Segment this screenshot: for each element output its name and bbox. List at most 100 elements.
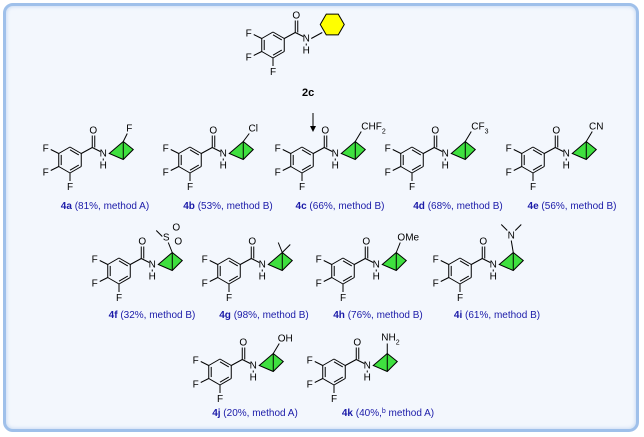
nitrogen-atom: N (373, 260, 380, 271)
fluorine-atom: F (433, 279, 439, 290)
caption-4g: 4g (98%, method B) (219, 310, 308, 321)
caption-4j: 4j (20%, method A) (212, 408, 298, 419)
yield-method: (76%, method B) (345, 310, 423, 321)
bcp-cage (267, 251, 294, 272)
oxygen-atom: O (431, 126, 439, 137)
substituent-label: CHF2 (361, 122, 386, 136)
phenyl-ring (319, 13, 345, 36)
fluorine-atom: F (43, 168, 49, 179)
substituent-label: CN (589, 122, 603, 133)
hydrogen-atom: H (442, 161, 449, 172)
fluorine-atom: F (226, 293, 232, 304)
oxygen-atom: O (321, 126, 329, 137)
substituent-label: Cl (249, 124, 258, 135)
hydrogen-atom: H (332, 161, 339, 172)
nitrogen-atom: N (100, 149, 107, 160)
oxygen-atom: O (174, 237, 182, 248)
yield-method: (40%, (353, 408, 382, 419)
compound-id: 4e (528, 201, 540, 212)
compound-id: 4k (342, 408, 354, 419)
hydrogen-atom: H (149, 272, 156, 283)
fluorine-atom: F (187, 182, 193, 193)
oxygen-atom: O (292, 11, 300, 22)
fluorine-atom: F (316, 255, 322, 266)
nitrogen-atom: N (490, 260, 497, 271)
fluorine-atom: F (193, 356, 199, 367)
yield-method: (81%, method A) (72, 201, 149, 212)
compound-id: 4i (454, 310, 463, 321)
reaction-arrow (310, 113, 316, 132)
substituent-label: OMe (397, 233, 419, 244)
yield-method: (61%, method B) (462, 310, 540, 321)
nitrogen-atom: N (563, 149, 570, 160)
nitrogen-atom: N (364, 361, 371, 372)
fluorine-atom: F (506, 168, 512, 179)
yield-method: (20%, method A) (221, 408, 298, 419)
hydrogen-atom: H (250, 373, 257, 384)
oxygen-atom: O (353, 338, 361, 349)
molecule-4b: F F F O NH Cl (163, 124, 258, 194)
bcp-cage (450, 140, 477, 161)
compound-id: 4a (61, 201, 73, 212)
fluorine-atom: F (202, 255, 208, 266)
nitrogen-atom: N (332, 149, 339, 160)
fluorine-atom: F (409, 182, 415, 193)
fluorine-atom: F (385, 144, 391, 155)
yield-method: (32%, method B) (118, 310, 196, 321)
oxygen-atom: O (239, 338, 247, 349)
fluorine-atom: F (246, 53, 252, 64)
oxygen-atom: O (138, 237, 146, 248)
fluorine-atom: F (163, 144, 169, 155)
nitrogen-atom: N (508, 231, 515, 242)
hydrogen-atom: H (563, 161, 570, 172)
fluorine-atom: F (202, 279, 208, 290)
oxygen-atom: O (89, 126, 97, 137)
bcp-cage (372, 352, 399, 373)
footnote-marker: b (382, 408, 386, 415)
bcp-cage (258, 352, 285, 373)
caption-4i: 4i (61%, method B) (454, 310, 540, 321)
fluorine-atom: F (307, 356, 313, 367)
fluorine-atom: F (67, 182, 73, 193)
fluorine-atom: F (92, 279, 98, 290)
hydrogen-atom: H (259, 272, 266, 283)
fluorine-atom: F (457, 293, 463, 304)
compound-id: 4c (296, 201, 308, 212)
fluorine-atom: F (246, 29, 252, 40)
bcp-cage (498, 251, 525, 272)
nitrogen-atom: N (220, 149, 227, 160)
fluorine-atom: F (163, 168, 169, 179)
oxygen-atom: O (479, 237, 487, 248)
sulfur-atom: S (163, 233, 170, 244)
fluorine-atom: F (433, 255, 439, 266)
scheme-frame (3, 3, 639, 432)
nitrogen-atom: N (149, 260, 156, 271)
oxygen-atom: O (209, 126, 217, 137)
bcp-cage (157, 251, 184, 272)
yield-method: (66%, method B) (307, 201, 385, 212)
nitrogen-atom: N (250, 361, 257, 372)
nitrogen-atom: N (442, 149, 449, 160)
caption-4c: 4c (66%, method B) (296, 201, 385, 212)
hydrogen-atom: H (220, 161, 227, 172)
oxygen-atom: O (552, 126, 560, 137)
compound-id: 4d (413, 201, 425, 212)
caption-4d: 4d (68%, method B) (413, 201, 502, 212)
caption-4f: 4f (32%, method B) (109, 310, 196, 321)
compound-id: 4b (183, 201, 195, 212)
caption-4a: 4a (81%, method A) (61, 201, 149, 212)
caption-4e: 4e (56%, method B) (528, 201, 617, 212)
compound-label-2c: 2c (302, 87, 314, 99)
fluorine-atom: F (299, 182, 305, 193)
bcp-cage (340, 140, 367, 161)
bcp-cage (381, 251, 408, 272)
nitrogen-atom: N (303, 34, 310, 45)
